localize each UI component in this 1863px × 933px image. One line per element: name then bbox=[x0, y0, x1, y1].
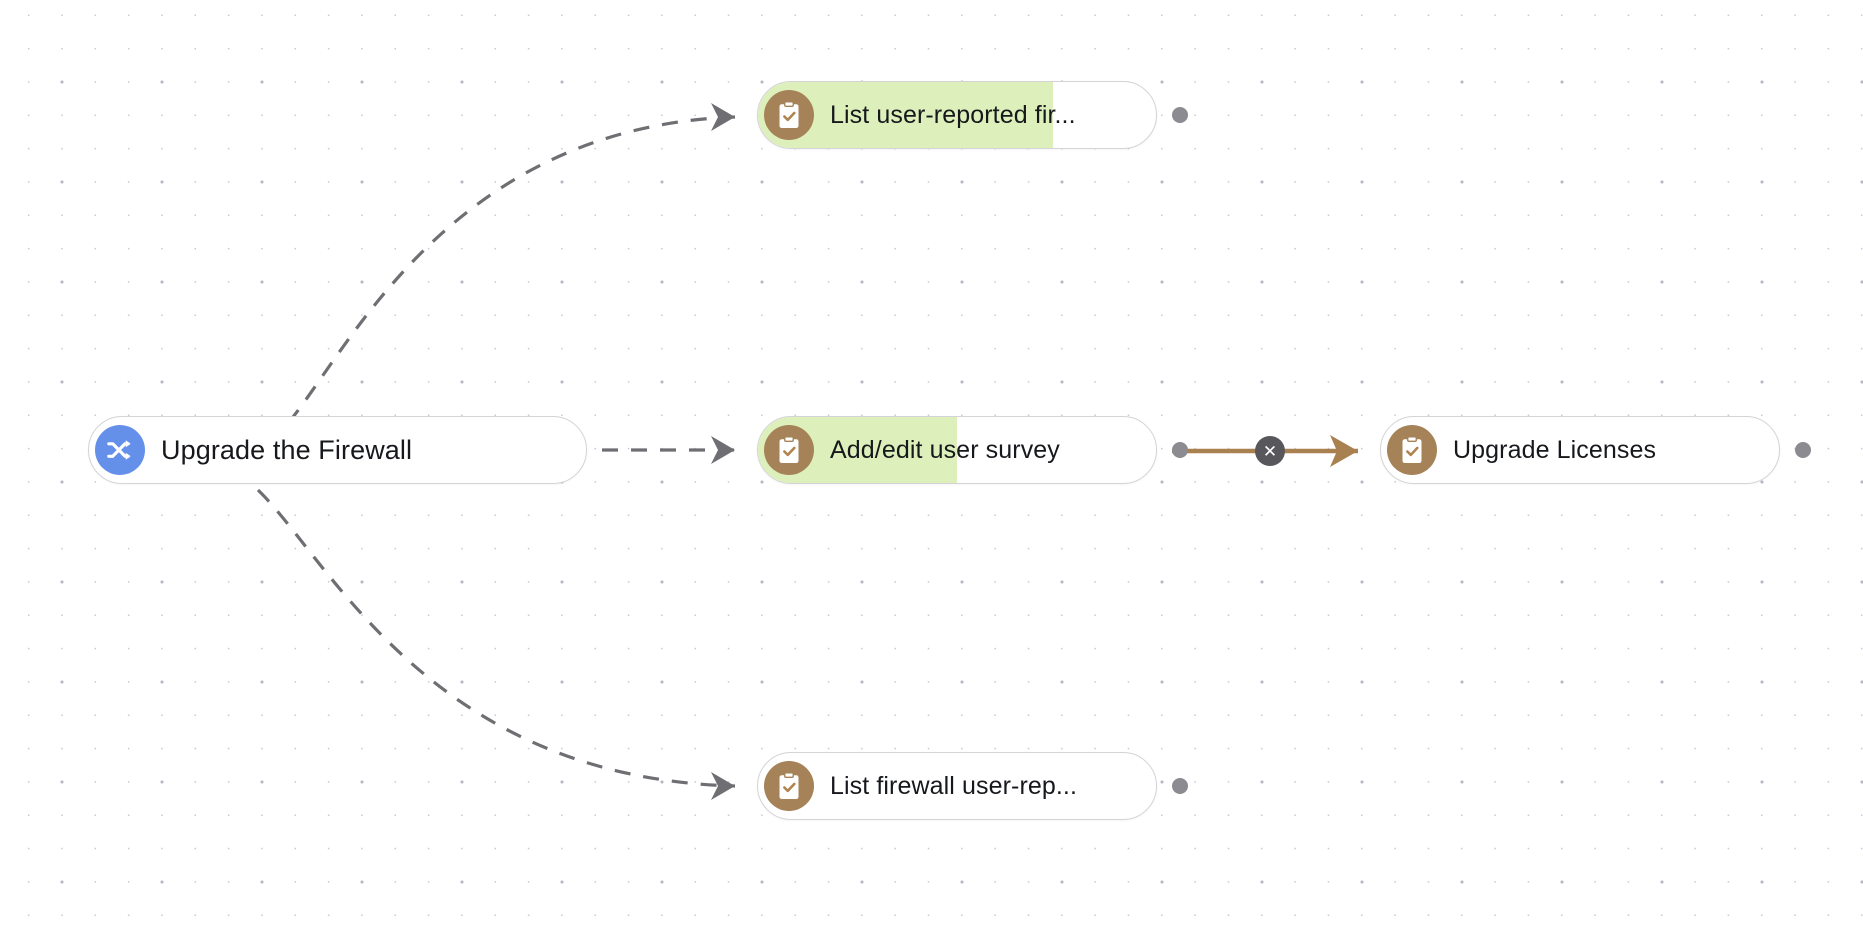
clipboard-check-icon bbox=[779, 101, 799, 128]
node-label: Upgrade Licenses bbox=[1453, 435, 1657, 464]
node-label: List firewall user-rep... bbox=[830, 771, 1078, 800]
node-label: Upgrade the Firewall bbox=[161, 434, 413, 465]
node-upgrade-licenses[interactable]: Upgrade Licenses bbox=[1380, 416, 1780, 484]
node-list-firewall-user-rep[interactable]: List firewall user-rep... bbox=[757, 752, 1157, 820]
output-handle[interactable] bbox=[1172, 778, 1188, 794]
clipboard-check-icon bbox=[1387, 425, 1437, 475]
clipboard-check-icon bbox=[764, 761, 814, 811]
edge-arrowhead bbox=[711, 103, 735, 131]
shuffle-icon bbox=[107, 440, 131, 460]
clipboard-check-icon bbox=[779, 772, 799, 799]
edge-arrowhead bbox=[711, 436, 735, 464]
output-handle[interactable] bbox=[1795, 442, 1811, 458]
clipboard-check-icon bbox=[779, 436, 799, 463]
edge-delete-button[interactable]: ✕ bbox=[1255, 436, 1285, 466]
clipboard-check-icon bbox=[764, 90, 814, 140]
edge-arrowhead bbox=[1330, 435, 1358, 467]
clipboard-check-icon bbox=[764, 425, 814, 475]
node-label: Add/edit user survey bbox=[830, 435, 1060, 464]
output-handle[interactable] bbox=[1172, 107, 1188, 123]
edge-edge-firewall-to-add-edit-user-survey bbox=[602, 436, 735, 464]
node-label: List user-reported fir... bbox=[830, 100, 1076, 129]
output-handle[interactable] bbox=[1172, 442, 1188, 458]
shuffle-icon bbox=[95, 425, 145, 475]
edge-arrowhead bbox=[711, 772, 735, 800]
edge-edge-firewall-to-list-user-reported bbox=[267, 103, 736, 445]
edge-edge-firewall-to-list-firewall-user-rep bbox=[256, 488, 736, 800]
node-upgrade-the-firewall[interactable]: Upgrade the Firewall bbox=[88, 416, 587, 484]
node-add-edit-user-survey[interactable]: Add/edit user survey bbox=[757, 416, 1157, 484]
node-list-user-reported-fir[interactable]: List user-reported fir... bbox=[757, 81, 1157, 149]
clipboard-check-icon bbox=[1402, 436, 1422, 463]
